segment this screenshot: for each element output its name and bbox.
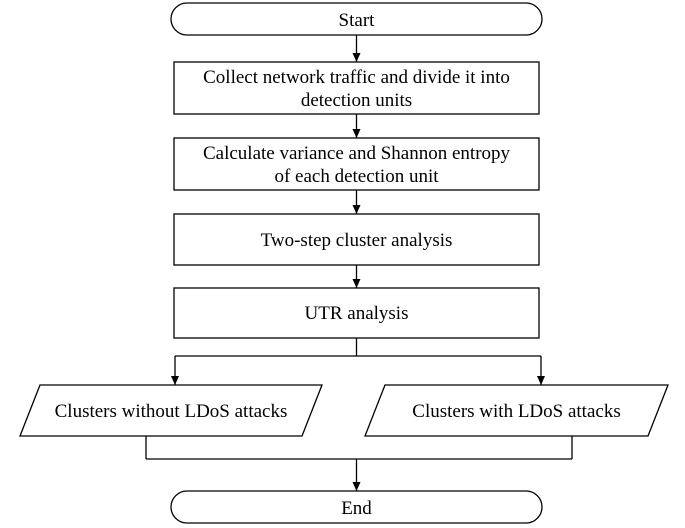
collect-traffic-line2: detection units: [301, 90, 412, 111]
utr-analysis-step: UTR analysis: [173, 287, 540, 339]
merge-connector: [145, 436, 573, 491]
start-label: Start: [339, 10, 376, 31]
calculate-entropy-line2: of each detection unit: [274, 166, 439, 187]
calculate-entropy-line1: Calculate variance and Shannon entropy: [203, 143, 511, 164]
calculate-entropy-step: Calculate variance and Shannon entropy o…: [173, 137, 540, 191]
two-step-cluster-label: Two-step cluster analysis: [261, 230, 453, 251]
end-node: End: [170, 490, 543, 524]
clusters-with-attacks-label: Clusters with LDoS attacks: [412, 401, 620, 422]
branch-connector: [171, 338, 545, 385]
start-node: Start: [170, 2, 543, 36]
utr-analysis-label: UTR analysis: [305, 303, 409, 324]
clusters-without-attacks-label: Clusters without LDoS attacks: [55, 401, 288, 422]
collect-traffic-step: Collect network traffic and divide it in…: [173, 61, 540, 115]
clusters-without-attacks-output: Clusters without LDoS attacks: [19, 384, 323, 437]
two-step-cluster-step: Two-step cluster analysis: [173, 213, 540, 266]
clusters-with-attacks-output: Clusters with LDoS attacks: [364, 384, 669, 437]
end-label: End: [341, 498, 372, 519]
collect-traffic-line1: Collect network traffic and divide it in…: [203, 67, 510, 88]
